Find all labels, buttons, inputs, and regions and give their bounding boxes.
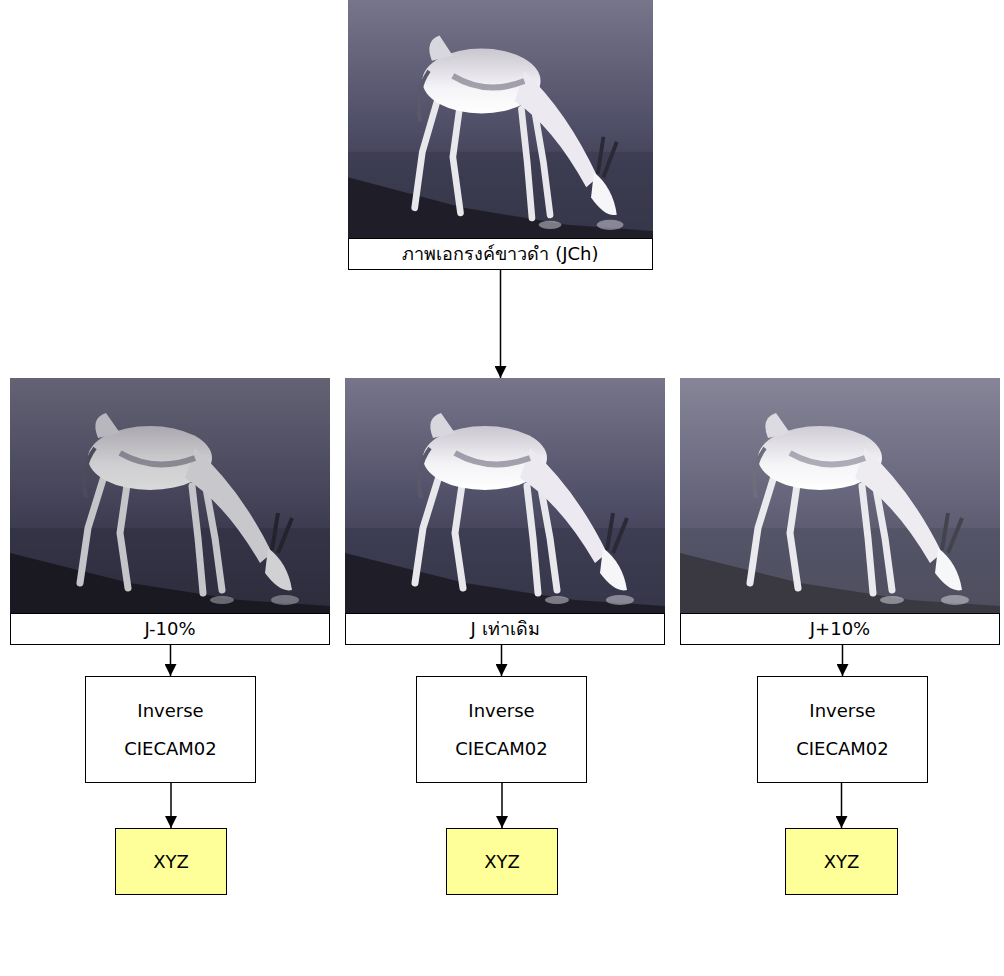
arrow-connector [170,645,172,676]
process-box: Inverse CIECAM02 [85,676,256,783]
arrow-connector [842,645,844,676]
darken-overlay [10,378,330,613]
output-box: XYZ [785,828,898,895]
arrow-connector [501,645,503,676]
arrow-connector [500,270,502,378]
box-label: XYZ [484,850,520,873]
photo-caption: J-10% [10,378,330,645]
arrow-connector [501,783,503,828]
caption-box: J-10% [10,613,330,645]
arrow-connector [841,783,843,828]
box-label: Inverse CIECAM02 [788,692,897,768]
caption-box: J+10% [680,613,1000,645]
lighten-overlay [680,378,1000,613]
output-box: XYZ [115,828,227,895]
caption-box: J เท่าเดิม [345,613,665,645]
box-label: Inverse CIECAM02 [447,692,556,768]
process-box: Inverse CIECAM02 [416,676,587,783]
arrow-connector [170,783,172,828]
antelope-photo [10,378,330,613]
antelope-photo [680,378,1000,613]
photo-caption: ภาพเอกรงค์ขาวดำ (JCh) [348,0,653,270]
caption-box: ภาพเอกรงค์ขาวดำ (JCh) [348,238,653,270]
photo-caption: J เท่าเดิม [345,378,665,645]
caption-text: J+10% [810,617,870,640]
box-label: Inverse CIECAM02 [116,692,225,768]
process-box: Inverse CIECAM02 [757,676,928,783]
antelope-photo [345,378,665,613]
caption-text: J เท่าเดิม [470,617,539,640]
box-label: XYZ [153,850,189,873]
output-box: XYZ [446,828,558,895]
antelope-photo [348,0,653,238]
caption-text: J-10% [144,617,195,640]
caption-text: ภาพเอกรงค์ขาวดำ (JCh) [402,242,598,265]
photo-caption: J+10% [680,378,1000,645]
box-label: XYZ [824,850,860,873]
